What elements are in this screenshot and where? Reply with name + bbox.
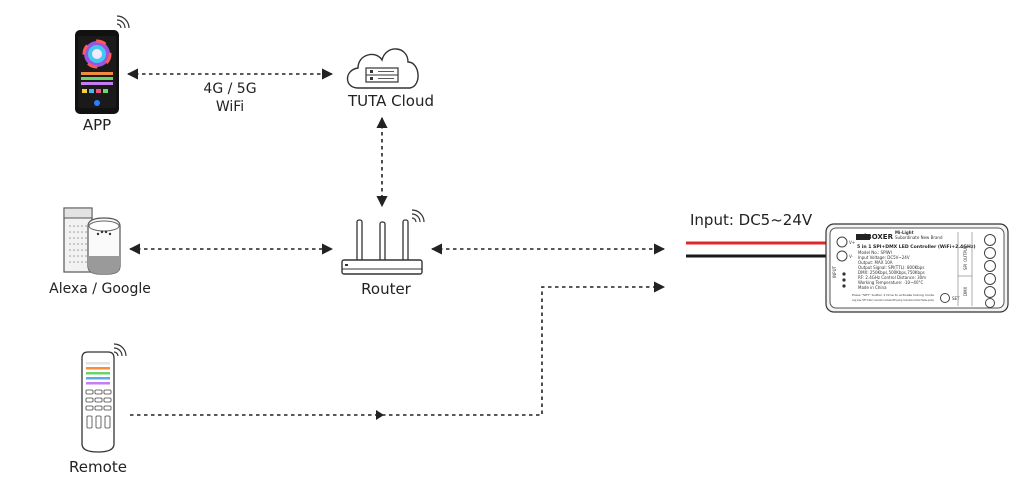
spec-line: Output: MAX 10A <box>858 260 893 265</box>
spec-line: Model No.: SPIWI <box>858 250 892 255</box>
vminus-label: V- <box>849 254 854 259</box>
vplus-label: V+ <box>849 240 855 245</box>
cloud-icon <box>346 48 419 89</box>
controller-title: 5 in 1 SPI+DMX LED Controller (WiFi+2.4G… <box>857 244 976 250</box>
connection-label-line2: WiFi <box>215 99 245 115</box>
connector-remote-controller <box>130 281 666 416</box>
note-lines: Press "SET" button 1 time to activate li… <box>852 293 934 302</box>
cloud-label: TUTA Cloud <box>347 92 434 110</box>
spec-line: Input Voltage: DC5V~24V <box>858 255 910 260</box>
spi-label: SPI <box>963 264 968 270</box>
smart-speaker-icon <box>63 207 121 275</box>
brand-logo: MiBOXER <box>857 233 894 241</box>
spec-line: Working Temperature: -10~40°C <box>858 280 924 285</box>
spec-line: RF: 2.4GHz Control Distance: 30m <box>858 275 926 280</box>
wifi-signal-icon <box>113 343 127 357</box>
input-port-label: INPUT <box>832 265 837 278</box>
note-line: Press "SET" button 1 time to activate li… <box>852 293 934 297</box>
brand-sub: Subordinate New Brand <box>895 235 943 240</box>
connection-label: 4G / 5G WiFi <box>180 80 280 116</box>
app-label: APP <box>82 116 112 134</box>
spec-line: Output Signal: SPI(TTL): 800Kbps <box>858 265 924 270</box>
wifi-signal-icon <box>411 209 425 223</box>
mid-arrow-remote <box>376 410 384 420</box>
spec-line: DMX: 250Kbps,500Kbps,750Kbps <box>858 270 925 275</box>
router-icon <box>341 209 425 275</box>
output-port-label: OUTPUT <box>963 245 968 262</box>
brand-tag: Mi-Light <box>895 230 914 235</box>
dmx-label: DMX <box>963 286 968 296</box>
set-button-label: SET <box>952 296 960 301</box>
input-voltage-label: Input: DC5~24V <box>690 211 813 229</box>
phone-icon <box>75 15 130 114</box>
connections <box>126 68 666 416</box>
note-line: Long press "SET" button 3 seconds to act… <box>852 298 934 302</box>
remote-label: Remote <box>69 458 127 476</box>
led-controller: V+ V- INPUT MiBOXER Mi-Light Subordinate… <box>825 223 1009 313</box>
input-wires <box>686 241 832 258</box>
alexa-google-label: Alexa / Google <box>49 281 151 297</box>
remote-icon <box>81 343 127 453</box>
spec-line: Made in China <box>858 285 887 290</box>
wifi-signal-icon <box>116 15 130 29</box>
router-label: Router <box>361 280 411 298</box>
connection-label-line1: 4G / 5G <box>203 81 257 97</box>
